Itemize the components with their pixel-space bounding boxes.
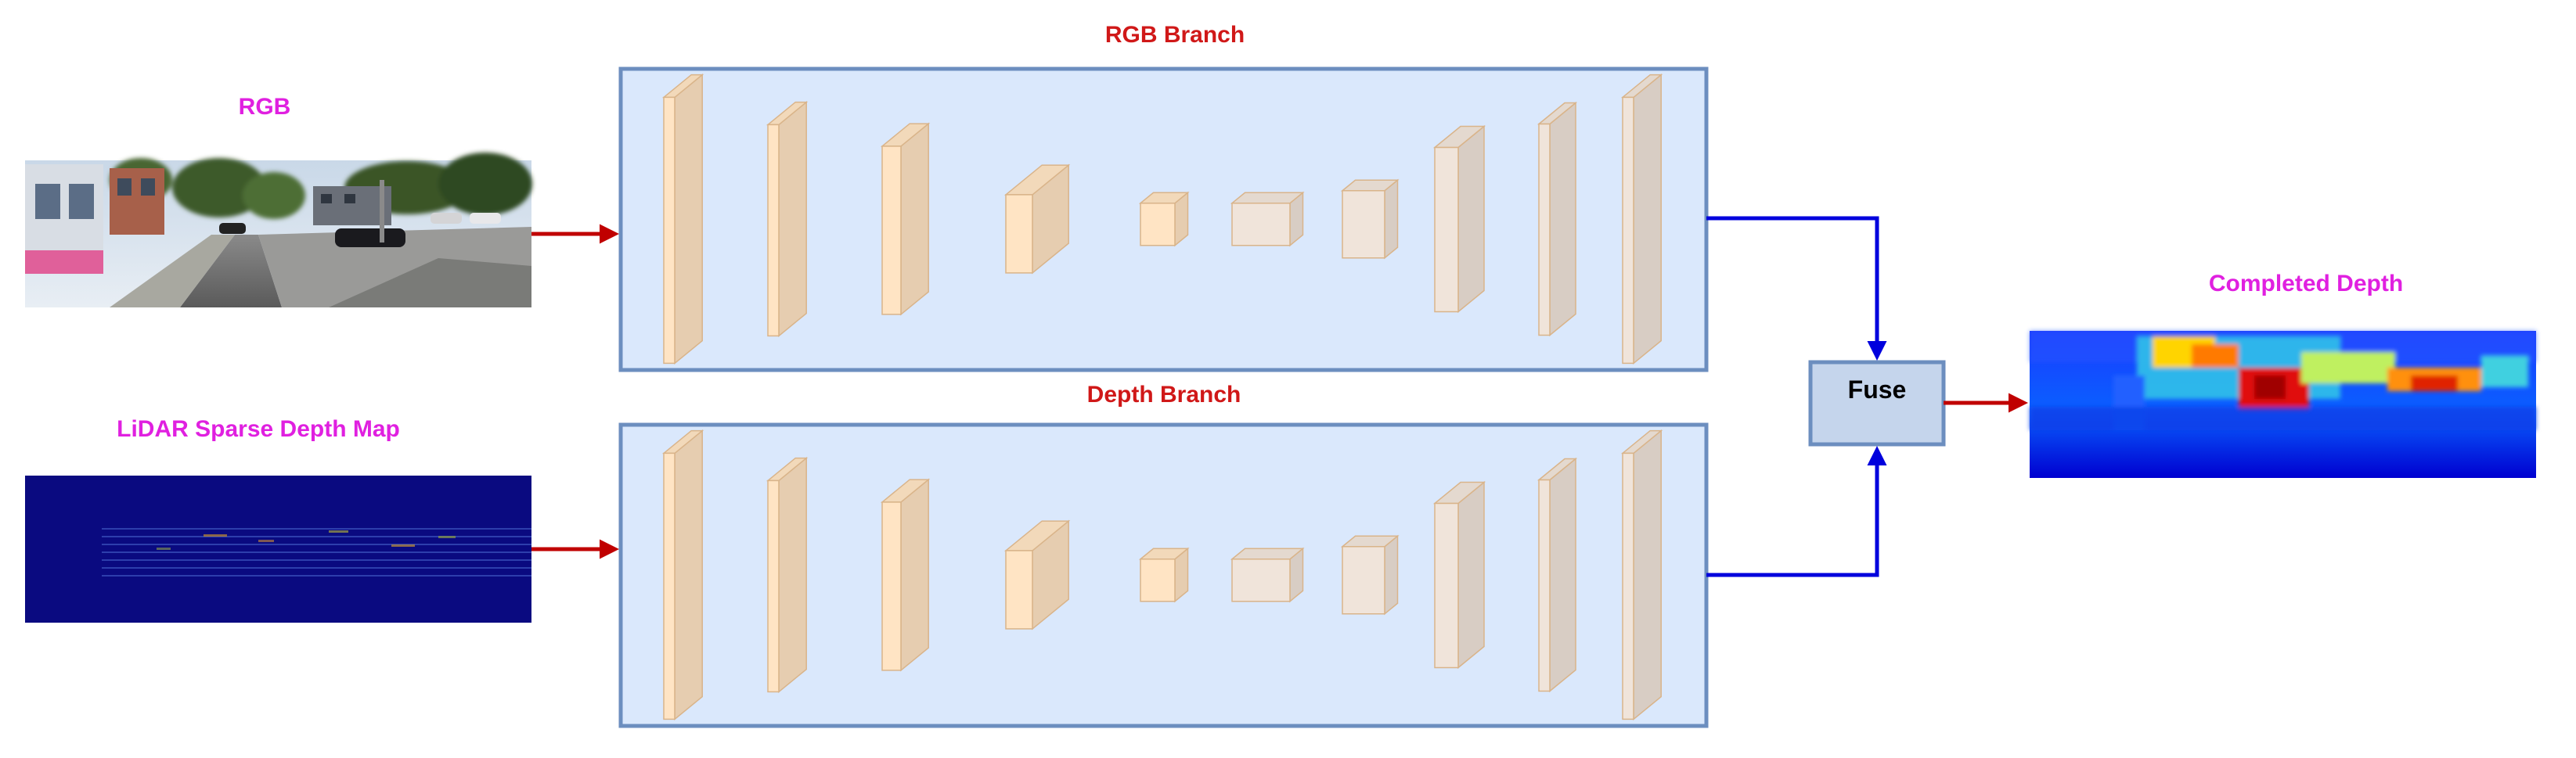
depth-branch-block-1 — [661, 429, 704, 720]
depth-block-front-9 — [1538, 479, 1551, 692]
depth-block-side-8 — [1457, 480, 1485, 670]
depth-branch-block-5 — [1138, 547, 1190, 603]
rgb-input-image — [25, 153, 532, 307]
depth-block-front-8 — [1434, 502, 1459, 669]
rgb-block-side-7 — [1384, 178, 1399, 260]
rgb-branch-block-1 — [661, 74, 704, 365]
rgb-branch-block-2 — [766, 101, 809, 337]
arrow-rgb-branch-to-fuse — [1706, 216, 1887, 361]
depth-block-side-1 — [674, 429, 703, 720]
completed-depth-image — [2030, 331, 2536, 478]
rgb-branch-block-8 — [1432, 124, 1486, 314]
depth-block-side-7 — [1384, 534, 1399, 616]
rgb-block-front-10 — [1622, 96, 1634, 365]
rgb-block-front-1 — [663, 96, 676, 365]
depth-block-front-4 — [1005, 550, 1033, 630]
network-blocks — [661, 74, 1663, 720]
depth-branch-block-6 — [1230, 547, 1305, 603]
depth-block-front-7 — [1342, 546, 1385, 615]
rgb-block-side-1 — [674, 74, 703, 365]
rgb-block-front-3 — [881, 145, 902, 315]
rgb-branch-block-6 — [1230, 191, 1305, 247]
rgb-block-side-2 — [778, 101, 807, 337]
lidar-input-image — [25, 476, 531, 623]
depth-branch-block-10 — [1620, 429, 1663, 720]
rgb-branch-block-7 — [1340, 178, 1400, 260]
rgb-block-front-6 — [1231, 203, 1291, 246]
rgb-branch-block-5 — [1138, 191, 1190, 247]
depth-branch-block-9 — [1537, 457, 1578, 693]
depth-branch-title: Depth Branch — [1086, 382, 1241, 408]
depth-block-front-5 — [1140, 559, 1176, 602]
rgb-block-front-2 — [767, 124, 780, 337]
rgb-branch-title: RGB Branch — [1104, 22, 1245, 48]
rgb-block-front-7 — [1342, 190, 1385, 259]
rgb-branch-block-3 — [880, 122, 931, 316]
rgb-block-side-9 — [1549, 101, 1576, 337]
depth-block-front-3 — [881, 501, 902, 671]
rgb-branch-block-9 — [1537, 101, 1578, 337]
depth-block-top-6 — [1230, 548, 1305, 560]
rgb-block-front-4 — [1005, 194, 1033, 274]
rgb-block-top-6 — [1230, 192, 1305, 204]
depth-block-front-6 — [1231, 559, 1291, 602]
lidar-input-label: LiDAR Sparse Depth Map — [117, 416, 400, 442]
depth-branch-block-4 — [1003, 519, 1071, 630]
depth-branch-block-8 — [1432, 480, 1486, 670]
depth-block-side-10 — [1633, 429, 1662, 720]
rgb-input-label: RGB — [238, 94, 291, 120]
depth-block-front-1 — [663, 452, 676, 720]
depth-block-side-3 — [900, 478, 929, 672]
output-label: Completed Depth — [2208, 271, 2404, 296]
rgb-block-side-10 — [1633, 74, 1662, 365]
depth-branch-block-2 — [766, 457, 809, 693]
rgb-block-side-8 — [1457, 124, 1485, 314]
rgb-branch-block-4 — [1003, 163, 1071, 275]
depth-block-front-2 — [767, 480, 780, 693]
depth-branch-block-3 — [880, 478, 931, 672]
depth-block-side-2 — [778, 457, 807, 693]
rgb-branch-block-10 — [1620, 74, 1663, 365]
depth-block-front-10 — [1622, 452, 1634, 720]
fuse-label: Fuse — [1847, 375, 1907, 404]
rgb-block-front-9 — [1538, 123, 1551, 336]
depth-block-side-9 — [1549, 457, 1576, 693]
depth-branch-block-7 — [1340, 534, 1400, 616]
rgb-block-front-5 — [1140, 203, 1176, 246]
rgb-block-front-8 — [1434, 146, 1459, 313]
arrow-depth-branch-to-fuse — [1706, 446, 1887, 577]
rgb-block-side-3 — [900, 122, 929, 316]
